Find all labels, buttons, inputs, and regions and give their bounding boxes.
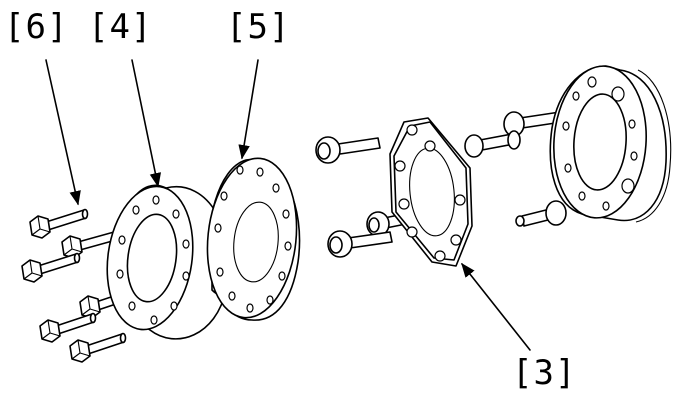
callout-label-5: [5] <box>226 7 291 47</box>
cap-screws-middle <box>315 136 417 258</box>
bolt-holes <box>562 76 638 211</box>
leader-arrow-5 <box>238 59 259 160</box>
socket-head-screw <box>315 136 381 164</box>
disc-bolt-holes <box>394 124 466 262</box>
hex-bolt <box>39 312 97 343</box>
leader-arrow-4 <box>131 59 162 188</box>
right-flanged-hub <box>549 65 672 223</box>
callout-label-3: [3] <box>512 353 577 393</box>
flanged-hub-5 <box>206 157 301 321</box>
callout-label-4: [4] <box>88 7 153 47</box>
bolt-holes <box>214 165 292 313</box>
disc-pack-3 <box>389 117 473 267</box>
bolt-holes <box>116 195 190 325</box>
callout-label-6: [6] <box>4 7 69 47</box>
socket-head-screw <box>515 200 567 227</box>
socket-head-screw <box>327 230 393 258</box>
hex-bolt <box>21 252 81 283</box>
socket-head-screw <box>464 130 521 158</box>
hex-bolt <box>29 208 89 239</box>
leader-arrow-6 <box>45 59 81 206</box>
socket-head-screw <box>503 111 563 137</box>
leader-arrow-3 <box>461 262 531 351</box>
leader-arrows <box>45 59 531 351</box>
flange-ring-4 <box>106 184 230 340</box>
hex-bolt <box>69 332 127 363</box>
cap-screws-right <box>464 111 567 227</box>
